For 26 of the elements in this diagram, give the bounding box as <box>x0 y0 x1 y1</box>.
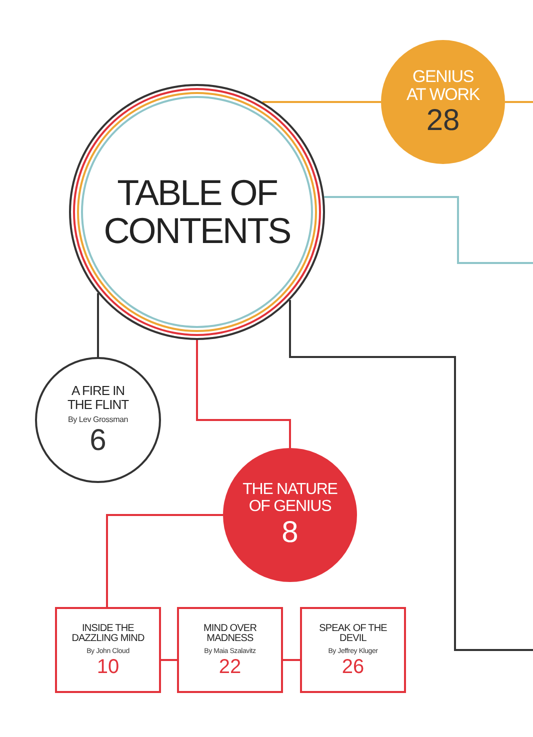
connector-line <box>196 340 291 448</box>
chapter-title: THE NATURE OF GENIUS <box>242 482 338 516</box>
page-number: 22 <box>218 656 242 676</box>
chapter-title: SPEAK OF THE DEVIL <box>318 624 388 644</box>
chapter-title: MIND OVER MADNESS <box>202 624 258 644</box>
page-number: 6 <box>90 426 106 456</box>
author-byline: By Lev Grossman <box>68 414 128 424</box>
connector-line <box>262 101 381 103</box>
chapter-title: A FIRE IN THE FLINT <box>66 384 130 412</box>
chapter-title: INSIDE THE DAZZLING MIND <box>70 624 146 644</box>
article-box <box>177 607 283 693</box>
article-box <box>300 607 406 693</box>
connector-line <box>505 101 533 103</box>
article-box <box>55 607 161 693</box>
connector-line <box>324 196 533 264</box>
page-number: 8 <box>282 518 298 548</box>
page-number: 26 <box>342 656 364 676</box>
main-heading: TABLE OF CONTENTS <box>102 174 292 250</box>
connector-line <box>283 659 300 661</box>
connector-line <box>97 293 99 357</box>
connector-line <box>106 514 223 607</box>
page-number: 28 <box>426 106 460 136</box>
connector-line <box>289 300 533 651</box>
chapter-title: GENIUS AT WORK <box>405 68 481 104</box>
page-number: 10 <box>96 656 120 676</box>
connector-line <box>161 659 177 661</box>
